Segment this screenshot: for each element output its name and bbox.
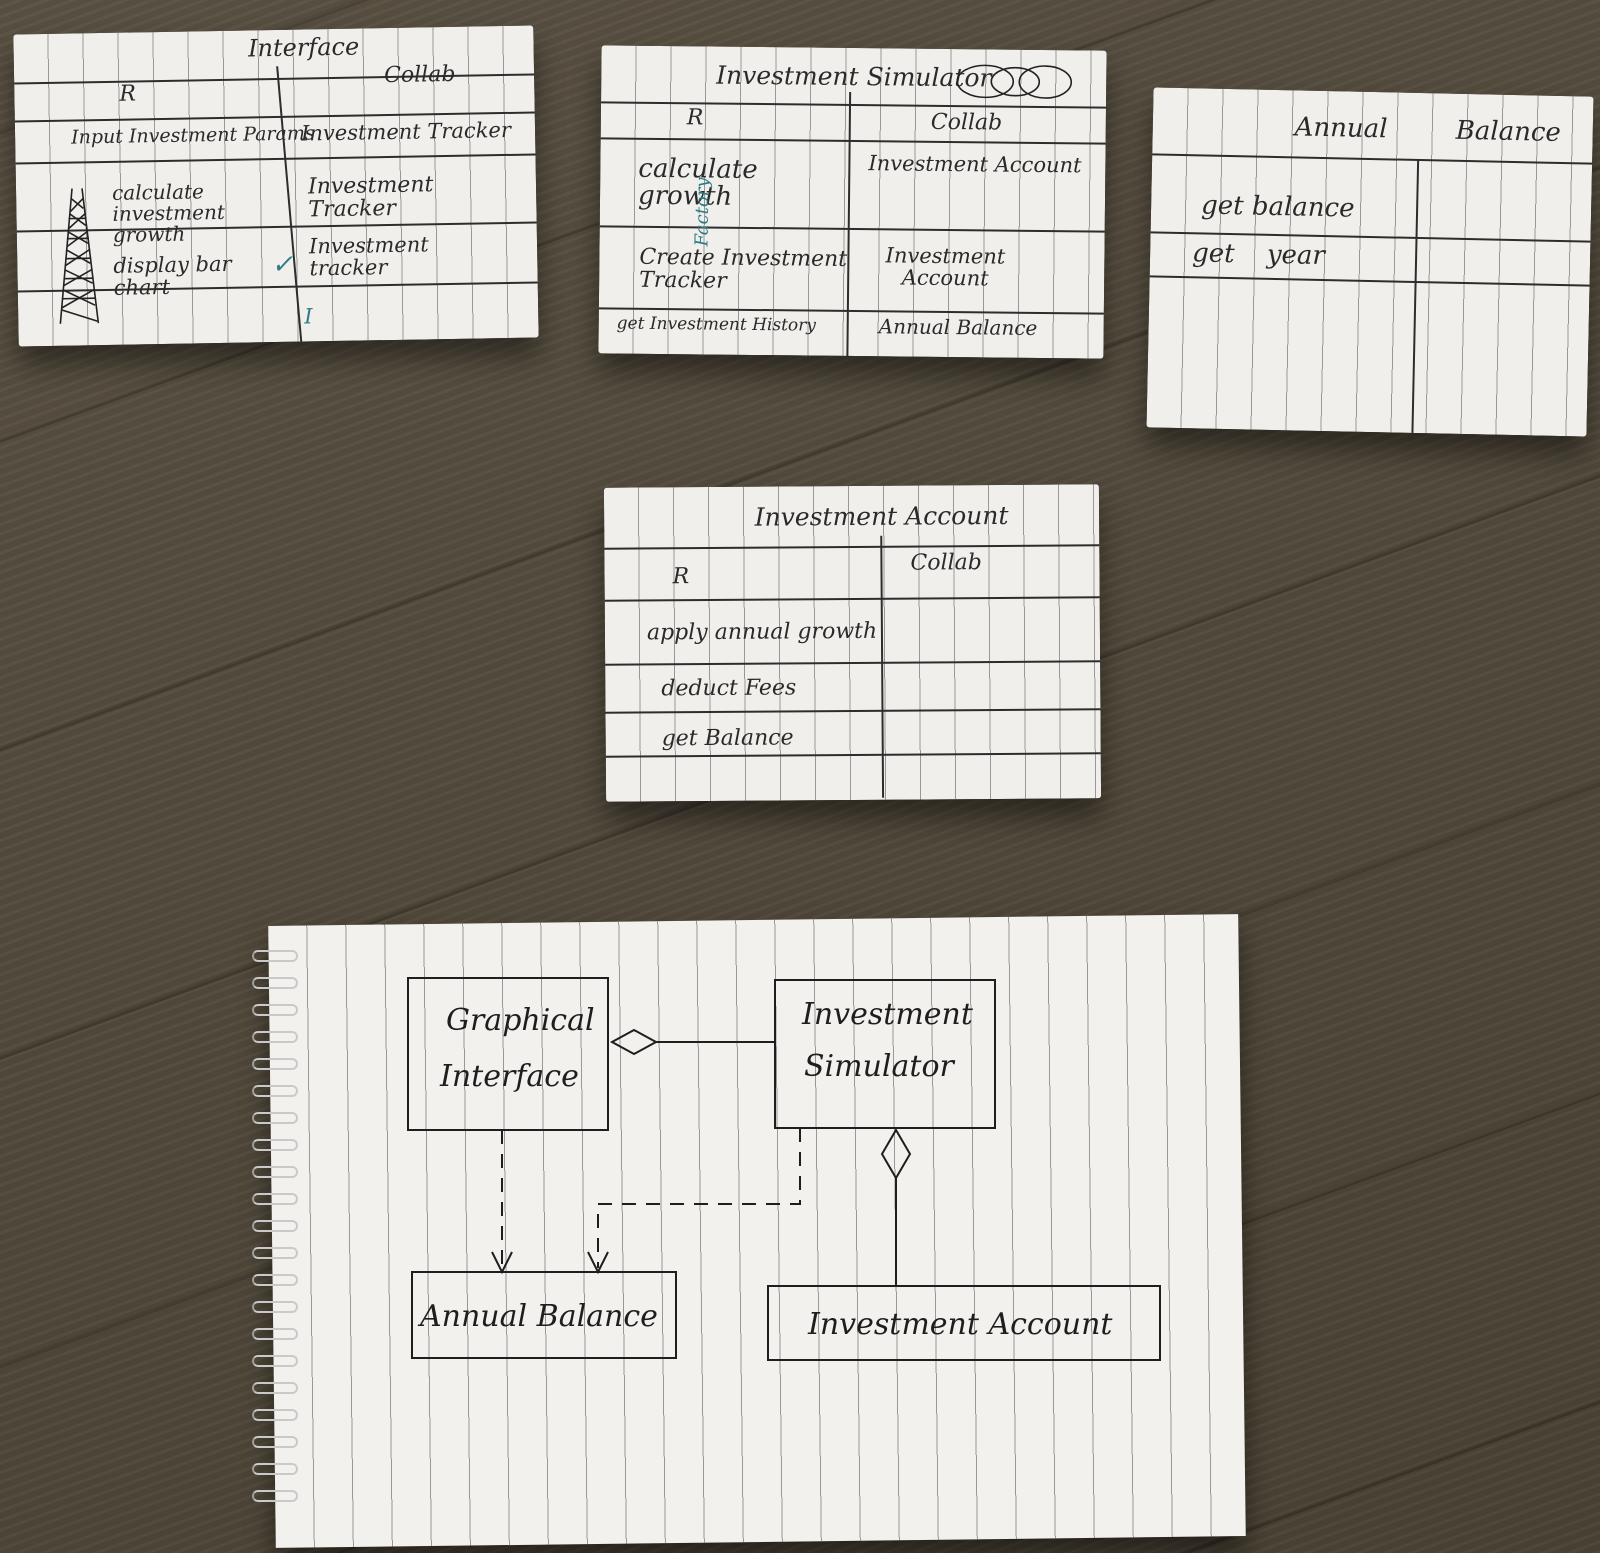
- scribble-circles-icon: [956, 64, 1073, 99]
- class-label-annual-balance: Annual Balance: [417, 1299, 658, 1334]
- class-label-investment-account: Investment Account: [807, 1307, 1113, 1342]
- class-box-graphical-interface: [407, 977, 609, 1131]
- class-label-investment-simulator-line2: Simulator: [804, 1049, 956, 1084]
- dependency-line-simulator-annual: [597, 1128, 801, 1268]
- crc-card-interface: Interface R Collab Input Investment Para…: [13, 25, 539, 347]
- crc-card-investment-simulator: Investment Simulator R Collab calculate …: [598, 45, 1107, 359]
- arrowhead-icon: [491, 1251, 513, 1275]
- class-label-investment-simulator-line1: Investment: [801, 997, 974, 1032]
- class-label-graphical-interface-line1: Graphical: [446, 1003, 595, 1038]
- class-box-investment-account: [767, 1285, 1161, 1361]
- class-label-graphical-interface-line2: Interface: [439, 1059, 579, 1094]
- tower-doodle-icon: [59, 188, 100, 324]
- class-box-annual-balance: [411, 1271, 677, 1359]
- aggregation-diamond-icon: [880, 1128, 912, 1180]
- class-box-investment-simulator: [774, 979, 996, 1129]
- aggregation-diamond-icon: [609, 1028, 659, 1056]
- spiral-binding: [252, 950, 302, 1510]
- arrowhead-icon: [587, 1251, 609, 1275]
